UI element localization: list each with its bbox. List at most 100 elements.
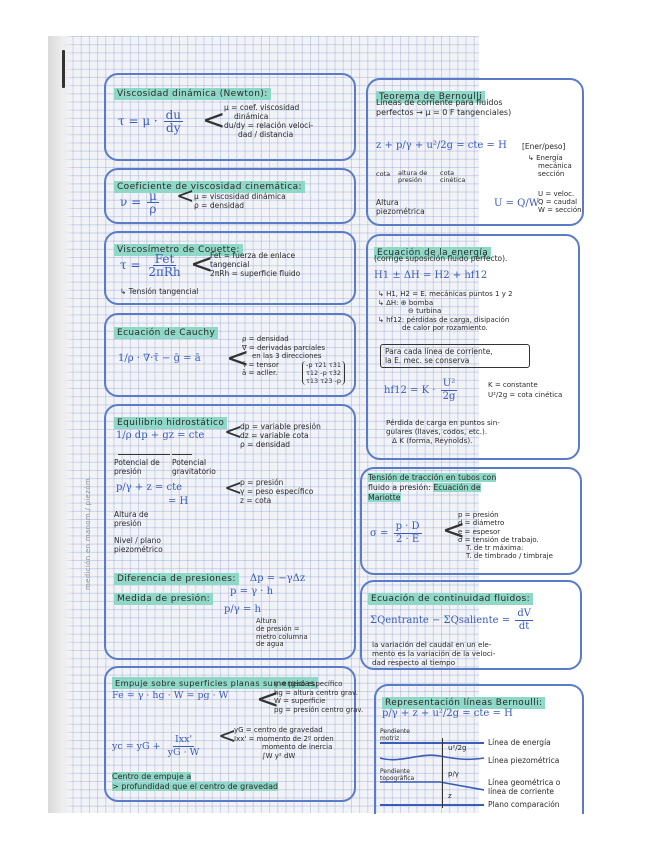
datum-line — [380, 804, 484, 806]
geometric-line — [380, 781, 484, 791]
definitions: μ = coef. viscosidad dinámica du/dy = re… — [224, 103, 313, 139]
section-title: Empuje sobre superficies planas sumergid… — [112, 677, 318, 689]
bracket-icon: < — [176, 184, 195, 209]
bracket-icon: < — [224, 420, 243, 445]
def: dz = variable cota — [240, 431, 309, 440]
conclusion: Centro de empuje a > profundidad que el … — [112, 772, 279, 791]
equation-2: p/γ + z = cte — [116, 482, 183, 493]
label-potencial-presion: Potencial de presión — [114, 458, 160, 476]
equation: z + p/γ + u²/2g = cte = H — [376, 140, 507, 151]
velocity-equation: U = Q/W — [494, 198, 540, 209]
page-binding-shadow — [48, 36, 74, 813]
subtitle: (corrige suposición fluido perfecto). — [374, 254, 508, 263]
box-viscosidad-dinamica: Viscosidad dinámica (Newton): τ = μ · du… — [104, 73, 356, 161]
section-title: Equilibrio hidrostático — [114, 417, 228, 429]
section-title: Representación líneas Bernoulli: — [382, 697, 546, 709]
label-linea-energia: Línea de energía — [488, 738, 551, 747]
arrow-note: ↳ Tensión tangencial — [120, 287, 198, 296]
section-title: Ecuación de la energía — [374, 247, 492, 259]
bracket-icon: < — [442, 513, 466, 546]
equation: H1 ± ΔH = H2 + hf12 — [374, 270, 488, 281]
equation: 1/ρ · ∇·τ̄ − ḡ = ā — [118, 353, 201, 364]
vertical-measure — [442, 738, 444, 808]
def: ā = acller. — [242, 369, 278, 377]
label-linea-corriente: línea de corriente — [488, 787, 555, 796]
subsection-title: Diferencia de presiones: — [114, 573, 239, 585]
definitions: K = constante U²/2g = cota cinética — [488, 381, 563, 399]
equation-1: Fe = γ · hg · W = pg · W — [112, 690, 229, 701]
definitions: p = presión γ = peso específico z = cota — [240, 478, 313, 505]
arrow-icon: ↳ — [120, 287, 129, 296]
def: τ̄ = tensor — [242, 360, 279, 369]
def: dinámica — [234, 112, 269, 121]
diferencia-presiones: Diferencia de presiones: Δp = −γΔz — [114, 566, 305, 585]
def: 2πRh = superficie fluido — [210, 269, 301, 278]
piezometric-line — [380, 754, 484, 761]
definitions: p = presión d = diámetro e = espesor σ =… — [458, 511, 553, 561]
section-title: Teorema de Bernoulli — [376, 91, 485, 103]
binding-mark — [62, 50, 65, 88]
label-linea-geometrica: Línea geométrica o — [488, 778, 561, 787]
segment-pressure: p/γ — [448, 770, 459, 778]
segment-z: z — [448, 792, 452, 800]
boxed-note: Para cada línea de corriente, la E. mec.… — [380, 344, 530, 368]
def: ρ = densidad — [194, 201, 245, 210]
def: tangencial — [210, 260, 250, 269]
equation: Δp = −γΔz — [249, 573, 306, 584]
box-equilibrio-hidrostatico: Equilibrio hidrostático 1/ρ dp + gz = ct… — [104, 404, 356, 660]
label-plano-comparacion: Plano comparación — [488, 800, 560, 809]
definitions: U = veloc. Q = caudal W = sección — [538, 190, 582, 214]
eq-lhs: τ = μ · — [118, 114, 158, 128]
numerator: μ — [147, 189, 159, 203]
bracket-icon: < — [226, 341, 250, 374]
section-title: Ecuación de continuidad fluidos: — [368, 593, 533, 605]
label-pendiente-motriz: Pendiente motriz — [380, 728, 410, 742]
denominator: dy — [166, 121, 181, 135]
def: μ = coef. viscosidad — [224, 103, 300, 112]
box-cauchy: Ecuación de Cauchy 1/ρ · ∇·τ̄ − ḡ = ā < … — [104, 313, 356, 397]
box-mariotte: Tensión de tracción en tubos con fluido … — [360, 467, 582, 575]
def: dad / distancia — [238, 130, 294, 139]
bracket-icon: < — [190, 247, 214, 280]
equation-1: 1/ρ dp + gz = cte — [116, 430, 205, 441]
equation: p/γ + z + u²/2g = cte = H — [382, 708, 513, 719]
def: ρ = densidad — [242, 335, 289, 343]
segment-velocity: u²/2g — [448, 744, 467, 752]
box-representacion-bernoulli: Representación líneas Bernoulli: p/γ + z… — [374, 684, 584, 814]
definitions: Fet = fuerza de enlace tangencial 2πRh =… — [210, 251, 300, 278]
definitions: μ = viscosidad dinámica ρ = densidad — [194, 192, 286, 210]
equation-2b: = H — [168, 496, 189, 507]
intro-line: Líneas de corriente para fluidos — [376, 98, 503, 107]
energia-note: ↳ Energía mecánica sección — [528, 154, 572, 178]
items: ↳ H1, H2 = E. mecánicas puntos 1 y 2 ↳ Δ… — [378, 290, 513, 332]
def: ρ = densidad — [240, 440, 291, 449]
numerator: Fet — [152, 252, 177, 266]
section-title: Coeficiente de viscosidad cinemática: — [114, 181, 305, 193]
def: Fet = fuerza de enlace — [210, 251, 296, 260]
note: Altura de presión = metro columna de agu… — [256, 617, 308, 649]
label-altura-presion: Altura de presión — [114, 510, 149, 528]
equation-2: yc = yG + Ixx'yG · W — [112, 734, 200, 758]
bracket-icon: < — [256, 682, 280, 715]
medida-presion: Medida de presión: — [114, 586, 214, 605]
section-title: Tensión de tracción en tubos con fluido … — [368, 473, 497, 502]
equation: p/γ = h — [224, 604, 261, 615]
label-pendiente-topografica: Pendiente topográfica — [380, 768, 415, 782]
denominator: 2πRh — [148, 265, 181, 279]
definitions: ρ = densidad ∇ = derivadas parciales en … — [242, 335, 325, 378]
def: μ = viscosidad dinámica — [194, 192, 286, 201]
def: γ = peso específico — [240, 487, 314, 496]
definitions: γ = peso específico hg = altura centro g… — [274, 680, 364, 714]
box-empuje: Empuje sobre superficies planas sumergid… — [104, 666, 363, 802]
def: du/dy = relación veloci- — [224, 121, 314, 130]
box-bernoulli: Teorema de Bernoulli Líneas de corriente… — [366, 78, 584, 226]
